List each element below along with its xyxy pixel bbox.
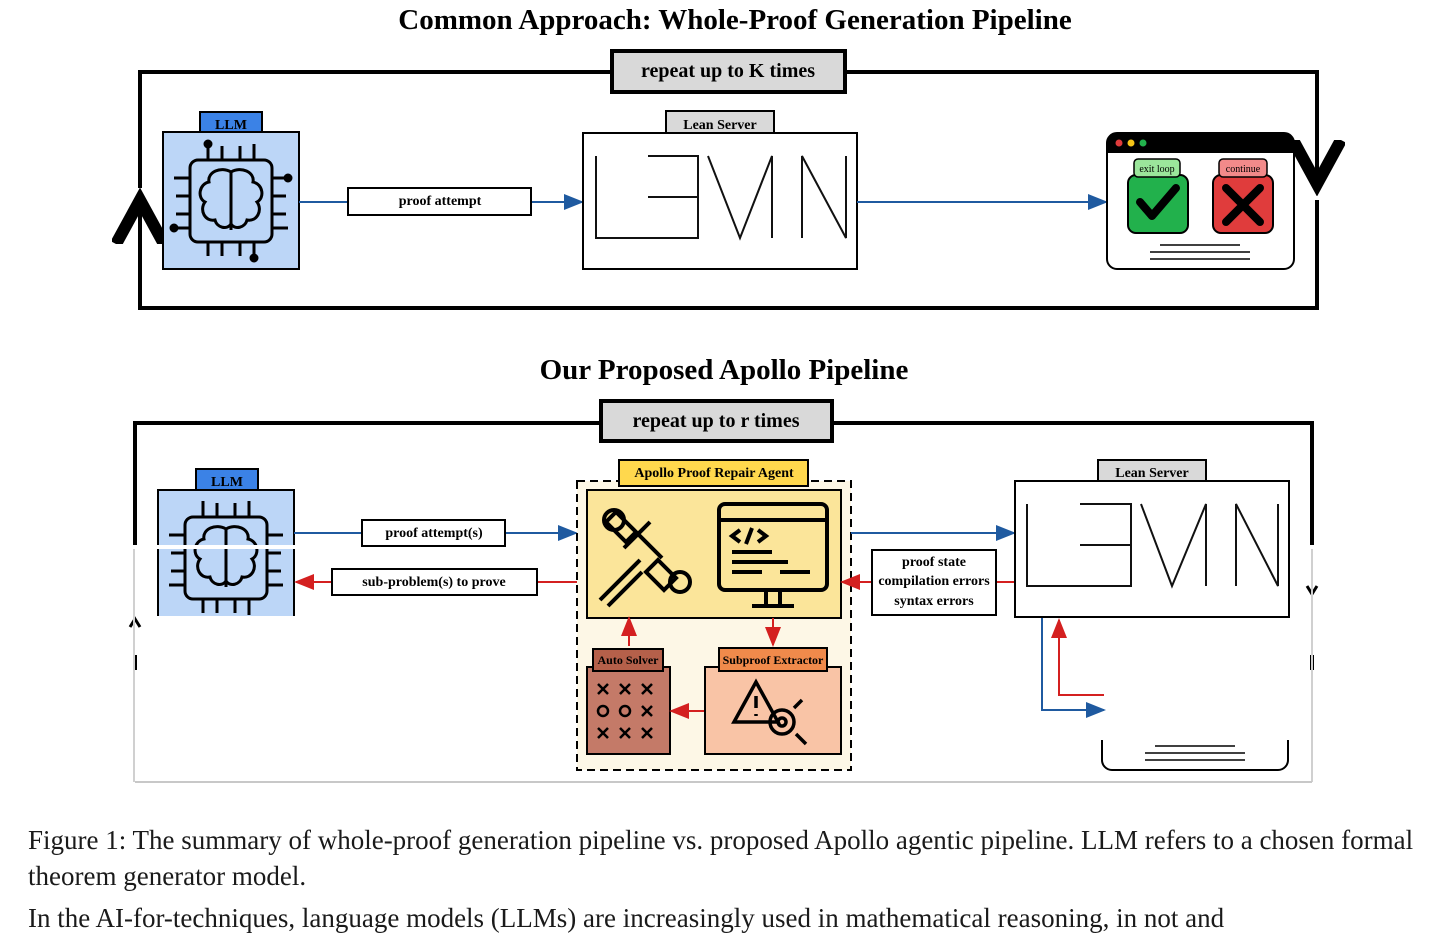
chip-brain-icon [169,501,283,615]
top-llm-label: LLM [215,118,247,133]
auto-solver-block: Auto Solver [586,648,671,755]
pipeline-figure: Common Approach: Whole-Proof Generation … [0,4,1456,783]
wrench-hand-icon [598,508,692,608]
decision-window: exit loop continue [1106,132,1295,270]
bottom-attempts-label: proof attempt(s) [361,519,506,547]
top-lean-server: Lean Server [582,110,858,270]
top-proof-text: proof attempt [399,194,482,209]
subproof-extractor-block: Subproof Extractor [704,647,842,755]
chip-brain-icon [169,139,293,263]
top-llm-block: LLM [162,111,300,270]
window-to-server-arrow [1051,618,1104,696]
top-repeat-box: repeat up to K times [610,49,847,94]
bottom-llm-block: LLM [150,468,300,630]
top-loop-frame [140,70,1317,310]
warning-gear-icon [731,678,808,746]
lean-logo-icon [595,155,847,241]
feedback-line-3: syntax errors [894,594,974,609]
figure-caption: Figure 1: The summary of whole-proof gen… [28,825,1414,891]
apollo-agent-block: Apollo Proof Repair Agent Auto Solver [576,459,852,771]
bottom-subproblems-text: sub-problem(s) to prove [362,575,505,590]
continue-label: continue [1226,164,1261,175]
bottom-lean-server: Lean Server [1014,459,1291,718]
bottom-subproblems-label: sub-problem(s) to prove [331,568,538,596]
feedback-line-1: proof state [902,555,966,570]
top-proof-edge-label: proof attempt [347,187,532,216]
bottom-loop-frame [128,421,1319,783]
bottom-llm-label: LLM [211,475,243,490]
feedback-label: proof state compilation errors syntax er… [871,549,997,616]
top-repeat-label: repeat up to K times [641,60,815,82]
auto-solver-label: Auto Solver [598,653,660,667]
bottom-attempts-text: proof attempt(s) [385,526,483,541]
top-title: Common Approach: Whole-Proof Generation … [398,4,1072,36]
bottom-decision-window [1101,740,1289,771]
body-text-continued: In the AI-for-techniques, language model… [28,903,1225,933]
agent-label: Apollo Proof Repair Agent [634,466,794,481]
subproof-label: Subproof Extractor [723,653,824,667]
exit-loop-label: exit loop [1139,164,1174,175]
tictactoe-icon [596,683,653,739]
continue-icon: continue [1212,158,1274,234]
server-to-window-arrow [1041,618,1106,718]
exit-loop-icon: exit loop [1127,158,1189,234]
bottom-server-label: Lean Server [1115,466,1188,481]
bottom-repeat-label: repeat up to r times [632,410,799,432]
feedback-line-2: compilation errors [878,574,990,589]
bottom-repeat-box: repeat up to r times [599,399,834,443]
lean-logo-icon [1026,503,1279,589]
bottom-title: Our Proposed Apollo Pipeline [540,354,909,386]
top-server-label: Lean Server [683,118,756,133]
code-monitor-icon [717,502,829,608]
